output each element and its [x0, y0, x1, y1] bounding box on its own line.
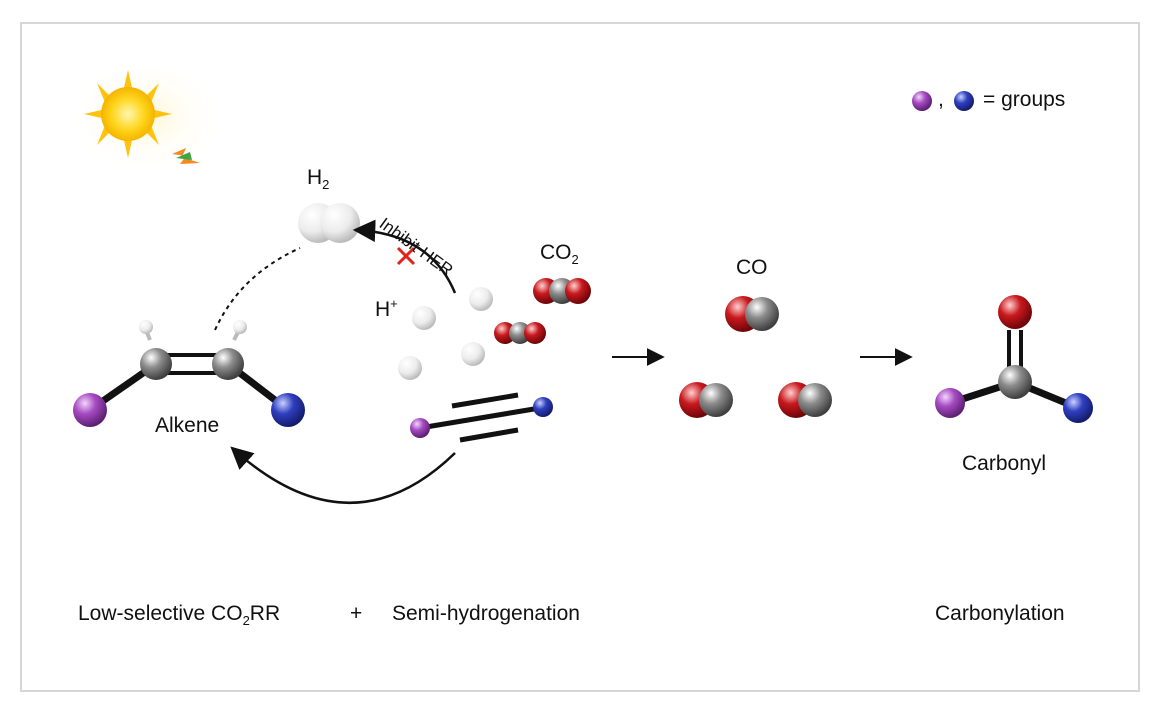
- co2-label: CO2: [540, 241, 579, 268]
- co-label: CO: [736, 256, 768, 279]
- inhibit-cross-icon: [396, 246, 416, 266]
- proton-spheres: [398, 287, 493, 380]
- h-plus-label: H+: [375, 296, 398, 321]
- legend-purple-group-icon: [912, 91, 932, 111]
- semi-hydrogenation-arrow: [230, 446, 456, 504]
- plus-sign: +: [350, 602, 363, 625]
- legend-separator: ,: [938, 88, 944, 111]
- h2-label: H2: [307, 166, 330, 193]
- semi-hydrogenation-caption: Semi-hydrogenation: [392, 602, 580, 625]
- co2-molecule: [533, 278, 591, 304]
- legend-blue-group-icon: [954, 91, 974, 111]
- alkene-label: Alkene: [155, 414, 220, 437]
- alkene-molecule: [73, 320, 305, 427]
- co2rr-caption: Low-selective CO2RR: [78, 602, 281, 629]
- carbonyl-molecule: [935, 295, 1093, 423]
- h2-molecule: [298, 203, 360, 243]
- sun-icon: [66, 56, 226, 176]
- co-molecule: [778, 382, 832, 418]
- legend-text: = groups: [983, 88, 1066, 111]
- her-arrow: [352, 219, 457, 294]
- carbonyl-label: Carbonyl: [962, 452, 1047, 475]
- co-molecule: [725, 296, 779, 332]
- carbonylation-caption: Carbonylation: [935, 602, 1065, 625]
- h2-dashed-link: [214, 247, 301, 331]
- alkyne-molecule: [410, 392, 553, 443]
- co-molecule: [679, 382, 733, 418]
- co2-molecule: [494, 322, 546, 344]
